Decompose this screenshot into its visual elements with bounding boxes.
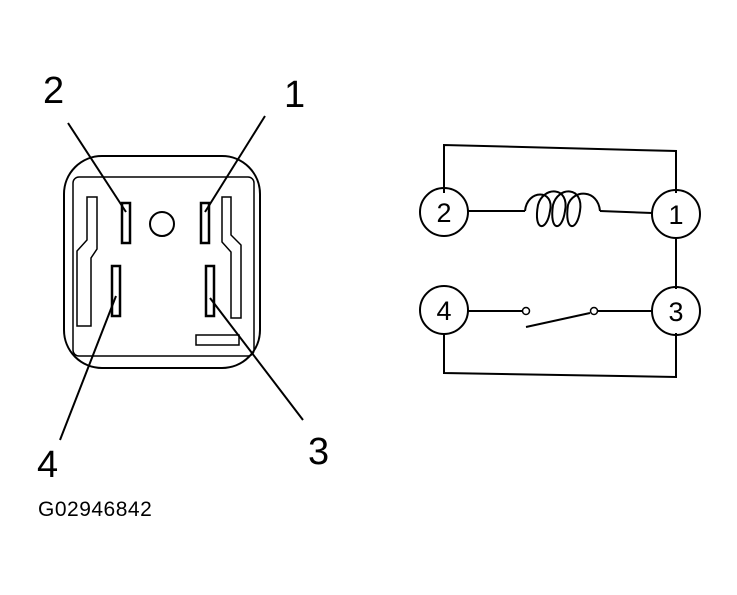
bottom-guide: [195, 334, 240, 346]
terminal-label-4: 4: [436, 296, 451, 326]
terminal-circle-3: [651, 286, 701, 336]
relay-schematic: [419, 143, 701, 379]
callout-label-2: 2: [43, 70, 64, 112]
coil-symbol: [524, 190, 601, 227]
leader-line-1: [204, 115, 266, 213]
coil-lead-right: [599, 210, 653, 214]
callout-label-1: 1: [284, 74, 305, 116]
terminal-label-3: 3: [668, 297, 683, 327]
terminal-circle-4: [419, 285, 469, 335]
relay-housing: [63, 155, 261, 369]
switch-contact-right: [589, 306, 599, 316]
switch-contact-left: [521, 306, 531, 316]
terminal-label-2: 2: [436, 198, 451, 228]
terminal-circle-1: [651, 189, 701, 239]
callout-label-4: 4: [37, 444, 58, 486]
leader-line-2: [67, 122, 127, 213]
leader-line-3: [209, 297, 304, 421]
left-guide-rail: [76, 196, 98, 327]
figure-id: G02946842: [38, 498, 153, 521]
wire-bottom: [443, 333, 677, 379]
relay-inner-frame: [72, 176, 255, 357]
pin-blade-4: [110, 264, 122, 318]
right-guide-rail: [221, 196, 242, 319]
callout-label-3: 3: [308, 431, 329, 473]
terminal-label-1: 1: [668, 200, 683, 230]
wire-top: [443, 143, 677, 193]
pin-blade-1: [199, 201, 211, 245]
leader-line-4: [59, 295, 117, 441]
switch-arm: [525, 312, 591, 328]
terminal-circle-2: [419, 187, 469, 237]
pin-blade-3: [204, 264, 216, 318]
locating-hole: [149, 211, 175, 237]
relay-connector-view: [59, 115, 304, 441]
pin-blade-2: [120, 201, 132, 245]
